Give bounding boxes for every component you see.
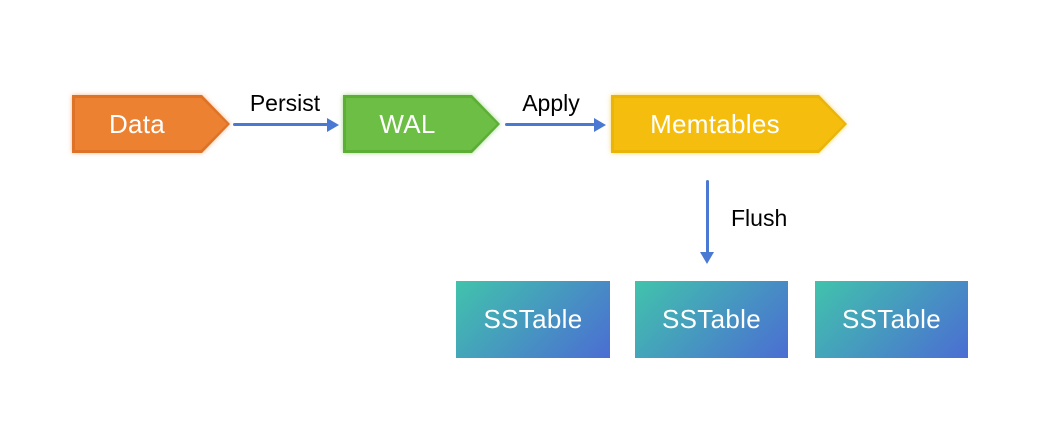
node-memtables: Memtables xyxy=(611,95,847,153)
edge-persist-label: Persist xyxy=(249,90,321,116)
node-memtables-fill xyxy=(614,98,844,150)
node-wal-label: WAL xyxy=(379,108,436,139)
node-data: Data xyxy=(72,95,230,153)
node-sstable-2-label: SSTable xyxy=(662,304,761,334)
node-sstable-3-label: SSTable xyxy=(842,304,941,334)
node-sstable-2: SSTable xyxy=(635,281,788,358)
edge-persist-arrowhead-icon xyxy=(327,118,339,132)
node-data-label: Data xyxy=(108,108,166,139)
node-memtables-label: Memtables xyxy=(650,108,780,139)
edge-apply-arrowhead-icon xyxy=(594,118,606,132)
node-sstable-1-label: SSTable xyxy=(483,304,583,334)
edge-flush-label: Flush xyxy=(731,205,788,231)
node-wal-fill xyxy=(346,98,497,150)
edge-flush-line xyxy=(706,180,709,254)
edge-apply-label: Apply xyxy=(522,90,580,116)
edge-flush-arrowhead-icon xyxy=(700,252,714,264)
edge-persist-line xyxy=(233,123,328,126)
edge-apply-line xyxy=(505,123,595,126)
node-sstable-3: SSTable xyxy=(815,281,968,358)
node-wal: WAL xyxy=(343,95,500,153)
node-sstable-1: SSTable xyxy=(456,281,610,358)
node-data-fill xyxy=(75,98,227,150)
